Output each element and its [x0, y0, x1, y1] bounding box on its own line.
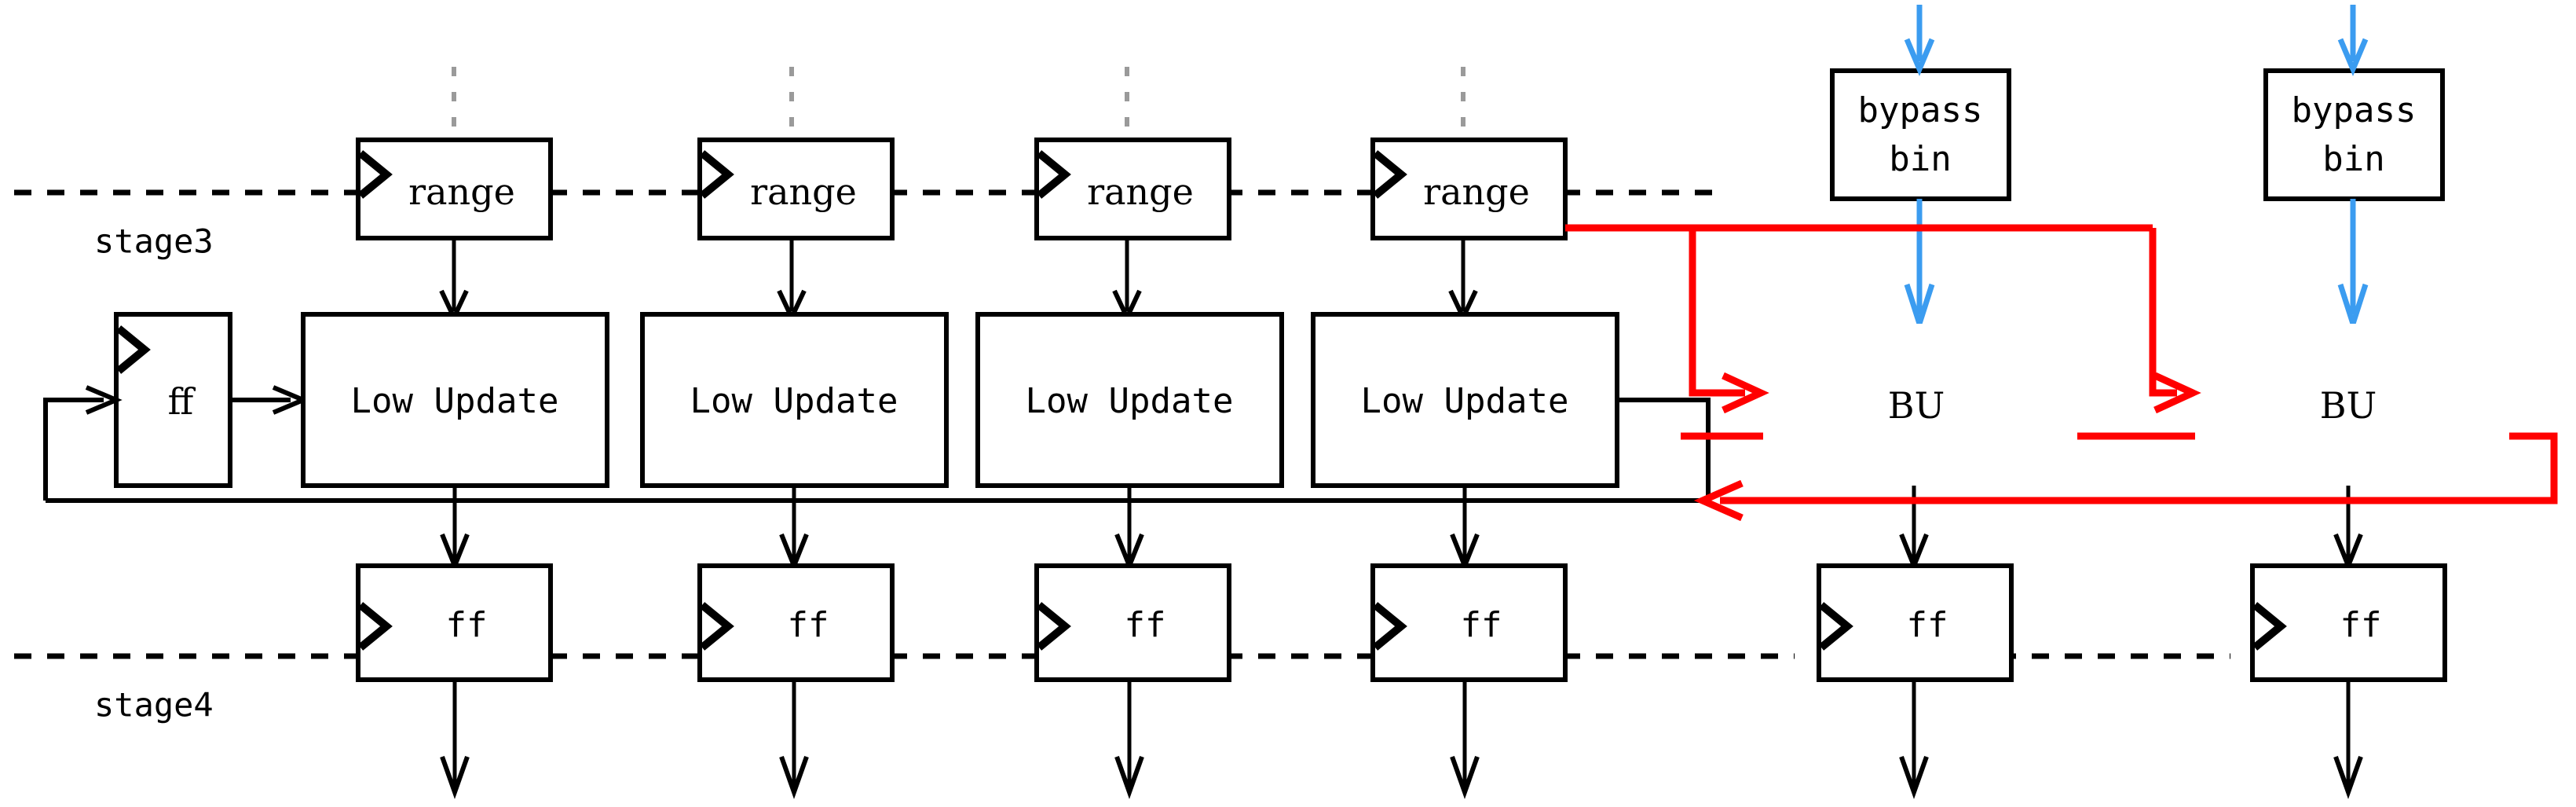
low-update-node-2[interactable]: Low Update	[640, 312, 949, 488]
ff-node-1-label: ff	[446, 605, 488, 645]
range-node-2-label: range	[750, 171, 857, 213]
ff-feedback-label: ff	[168, 380, 196, 423]
red-control-path	[1565, 224, 2558, 522]
low-update-node-3-label: Low Update	[1026, 381, 1234, 421]
ff-node-4-label: ff	[1461, 605, 1502, 645]
range-node-4-label: range	[1423, 171, 1530, 213]
bu-node-1[interactable]: BU	[1763, 324, 2077, 486]
ff-node-5[interactable]: ff	[1817, 563, 2014, 682]
black-feedback-bus	[46, 398, 1711, 503]
low-update-node-4[interactable]: Low Update	[1311, 312, 1619, 488]
stage3-label: stage3	[94, 222, 214, 261]
feedback-loop-into-ff	[43, 385, 123, 501]
gray-dotted-drop-lines	[452, 67, 1465, 141]
range-node-1-label: range	[408, 171, 515, 213]
ff-node-6-label: ff	[2340, 605, 2382, 645]
range-to-lowupdate-arrows	[439, 238, 1478, 324]
range-node-3-label: range	[1087, 171, 1194, 213]
lowupdate-to-ff-arrows	[440, 486, 1480, 573]
bu-node-2-label: BU	[2320, 384, 2377, 427]
low-update-node-2-label: Low Update	[690, 381, 898, 421]
range-node-2[interactable]: range	[697, 138, 895, 240]
blue-input-arrows	[1904, 5, 2369, 77]
bu-node-1-label: BU	[1888, 384, 1945, 427]
ff-node-1[interactable]: ff	[356, 563, 553, 682]
range-node-1[interactable]: range	[356, 138, 553, 240]
bypass-bin-node-2[interactable]: bypass bin	[2263, 68, 2445, 201]
ff-node-6[interactable]: ff	[2250, 563, 2447, 682]
ff-to-lowupdate-arrow	[230, 385, 309, 415]
bu-node-2[interactable]: BU	[2195, 324, 2509, 486]
low-update-node-1-label: Low Update	[351, 381, 559, 421]
bypass-bin-node-2-line1: bypass	[2292, 90, 2417, 130]
bypass-bin-node-1-line1: bypass	[1858, 90, 1983, 130]
blue-bypass-to-bu-arrows	[1904, 199, 2369, 333]
ff-output-arrows	[440, 680, 2363, 799]
bypass-bin-node-1-line2: bin	[1889, 139, 1951, 179]
ff-node-2-label: ff	[788, 605, 829, 645]
ff-node-4[interactable]: ff	[1370, 563, 1568, 682]
ff-node-2[interactable]: ff	[697, 563, 895, 682]
stage4-label: stage4	[94, 686, 214, 724]
low-update-node-3[interactable]: Low Update	[975, 312, 1284, 488]
ff-node-3-label: ff	[1125, 605, 1166, 645]
low-update-node-4-label: Low Update	[1361, 381, 1569, 421]
ff-feedback-node[interactable]: ff	[114, 312, 232, 488]
bypass-bin-node-2-line2: bin	[2322, 139, 2384, 179]
range-node-3[interactable]: range	[1034, 138, 1231, 240]
bypass-bin-node-1[interactable]: bypass bin	[1830, 68, 2011, 201]
ff-node-5-label: ff	[1907, 605, 1948, 645]
low-update-node-1[interactable]: Low Update	[301, 312, 609, 488]
ff-node-3[interactable]: ff	[1034, 563, 1231, 682]
range-node-4[interactable]: range	[1370, 138, 1568, 240]
